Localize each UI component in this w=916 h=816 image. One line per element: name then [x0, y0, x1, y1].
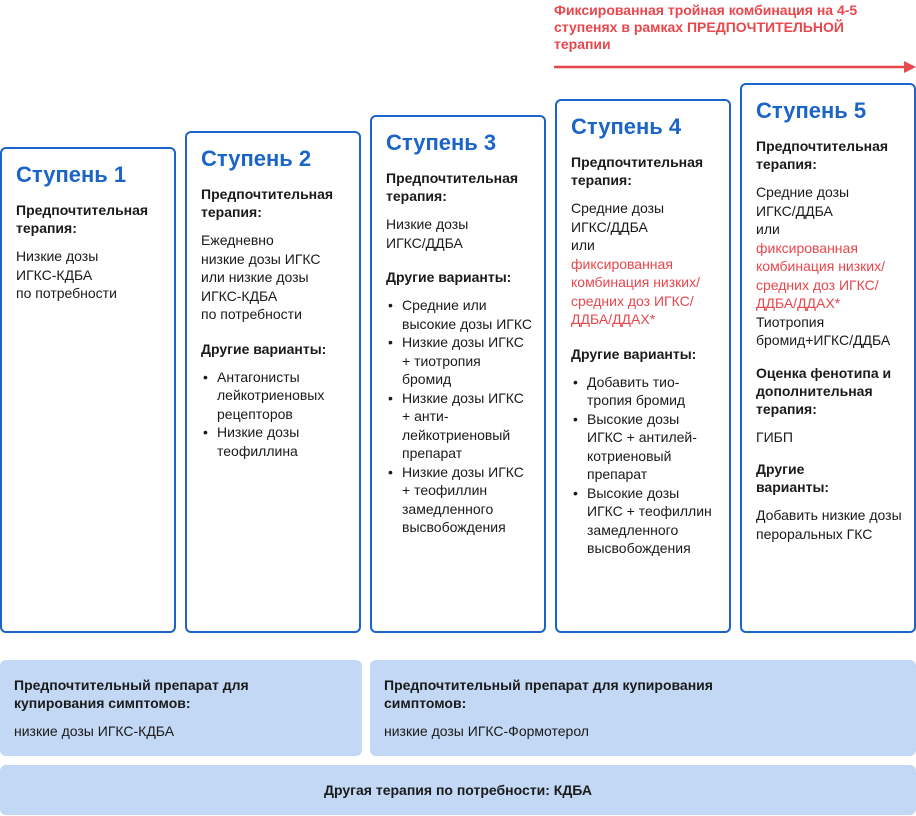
reliever-steps-3-5: Предпочтительный препарат для купировани…: [370, 660, 916, 756]
step-4-preferred-label: Предпочтительная терапия:: [571, 154, 704, 188]
step-5-preferred-text: Средние дозы ИГКС/ДДБА или фиксированная…: [756, 183, 902, 350]
step-1-preferred-label: Предпочтительная терапия:: [16, 202, 149, 236]
step-5-other-text: Добавить низкие дозы пероральных ГКС: [756, 507, 902, 542]
step-4-preferred-text: Средние дозы ИГКС/ДДБА или фиксированная…: [571, 199, 717, 329]
step-2-other-label: Другие варианты:: [201, 340, 327, 357]
step-5-card: Ступень 5 Предпочтительная терапия: Сред…: [740, 83, 916, 633]
list-item: Низкие дозы ИГКС + теофиллин замедленног…: [386, 463, 532, 537]
red-arrow-icon: [554, 61, 916, 73]
step-1-preferred-text: Низкие дозы ИГКС-КДБА по потребности: [16, 248, 117, 301]
step-5-phenotype-text: ГИБП: [756, 428, 793, 445]
step-3-preferred-text: Низкие дозы ИГКС/ДДБА: [386, 216, 469, 251]
other-therapy-text: Другая терапия по потребности: КДБА: [324, 782, 592, 798]
triple-combination-note: Фиксированная тройная комбинация на 4-5 …: [554, 2, 858, 52]
list-item: Средние или высокие дозы ИГКС: [386, 296, 532, 333]
list-item: Антагонисты лейкотриеновых рецепторов: [201, 368, 347, 424]
step-4-fixed-combination: фиксированная комбинация низких/средних …: [571, 255, 701, 328]
other-therapy-bar: Другая терапия по потребности: КДБА: [0, 765, 916, 815]
step-5-fixed-combination: фиксированная комбинация низких/средних …: [756, 239, 886, 312]
list-item: Низкие дозы ИГКС + анти-лейкотриеновый п…: [386, 389, 532, 463]
step-3-title: Ступень 3: [386, 130, 497, 155]
step-3-other-label: Другие варианты:: [386, 269, 512, 285]
list-item: Низкие дозы теофиллина: [201, 423, 347, 460]
step-2-preferred-label: Предпочтительная терапия:: [201, 186, 334, 220]
step-2-preferred-text: Ежедневно низкие дозы ИГКС или низкие до…: [201, 232, 321, 322]
step-5-other-label: Другие варианты:: [756, 461, 830, 495]
list-item: Низкие дозы ИГКС + тиотропия бромид: [386, 333, 532, 389]
reliever-steps-1-2-text: низкие дозы ИГКС-КДБА: [14, 723, 175, 739]
reliever-steps-1-2: Предпочтительный препарат для купировани…: [0, 660, 362, 756]
reliever-steps-1-2-label: Предпочтительный препарат для купировани…: [14, 677, 249, 711]
step-5-preferred-label: Предпочтительная терапия:: [756, 138, 889, 172]
step-3-card: Ступень 3 Предпочтительная терапия: Низк…: [370, 115, 546, 633]
step-4-other-list: Добавить тио-тропия бромид Высокие дозы …: [571, 373, 717, 558]
list-item: Добавить тио-тропия бромид: [571, 373, 717, 410]
reliever-steps-3-5-label: Предпочтительный препарат для купировани…: [384, 677, 713, 711]
step-5-title: Ступень 5: [756, 98, 867, 123]
step-3-other-list: Средние или высокие дозы ИГКС Низкие доз…: [386, 296, 532, 537]
reliever-steps-3-5-text: низкие дозы ИГКС-Формотерол: [384, 723, 589, 739]
step-2-card: Ступень 2 Предпочтительная терапия: Ежед…: [185, 131, 361, 633]
step-2-title: Ступень 2: [201, 146, 312, 171]
step-1-card: Ступень 1 Предпочтительная терапия: Низк…: [0, 147, 176, 633]
list-item: Высокие дозы ИГКС + теофиллин замедленно…: [571, 484, 717, 558]
step-4-title: Ступень 4: [571, 114, 682, 139]
step-4-other-label: Другие варианты:: [571, 345, 697, 362]
step-5-phenotype-label: Оценка фенотипа и дополнительная терапия…: [756, 364, 892, 417]
step-4-card: Ступень 4 Предпочтительная терапия: Сред…: [555, 99, 731, 633]
step-1-title: Ступень 1: [16, 162, 127, 187]
list-item: Высокие дозы ИГКС + антилей-котриеновый …: [571, 410, 717, 484]
step-3-preferred-label: Предпочтительная терапия:: [386, 170, 519, 204]
step-2-other-list: Антагонисты лейкотриеновых рецепторов Ни…: [201, 368, 347, 461]
step-5-tiotropium: Тиотропия бромид+ИГКС/ДДБА: [756, 313, 891, 349]
